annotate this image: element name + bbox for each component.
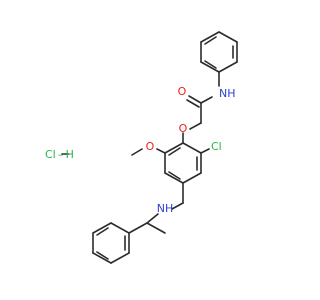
bond-ring-cl [200,148,210,154]
bond-ch2-ether-o [189,122,202,130]
bond-ch2-amine-n [171,202,184,210]
chlorine-label: Cl [211,140,222,153]
bond-ch-methyl [146,222,166,234]
carbonyl-double-bond [186,95,202,108]
amide-nh-label: NH [219,87,236,100]
bond-ch-phenyl [128,222,148,234]
methoxy-oxygen-label: O [146,140,155,153]
hcl-salt-label: Cl – H [45,148,74,161]
ether-oxygen-label: O [179,122,188,135]
amide-oxygen-label: O [178,85,187,98]
bond-amide-n-carbonyl [200,96,213,104]
bond-ring-methoxy-o [156,148,166,154]
bond-methoxy-o-ch3 [131,148,143,156]
central-benzene-ring [164,142,202,184]
molecule-structure: O NH O O Cl NH Cl – H [45,31,238,264]
amine-nh-label: NH [157,202,174,215]
structure-canvas: O NH O O Cl NH Cl – H [45,31,238,264]
phenyl-ring-top [200,31,238,73]
phenyl-ring-bottom [92,222,130,264]
bond-amine-n-ch [146,213,159,224]
